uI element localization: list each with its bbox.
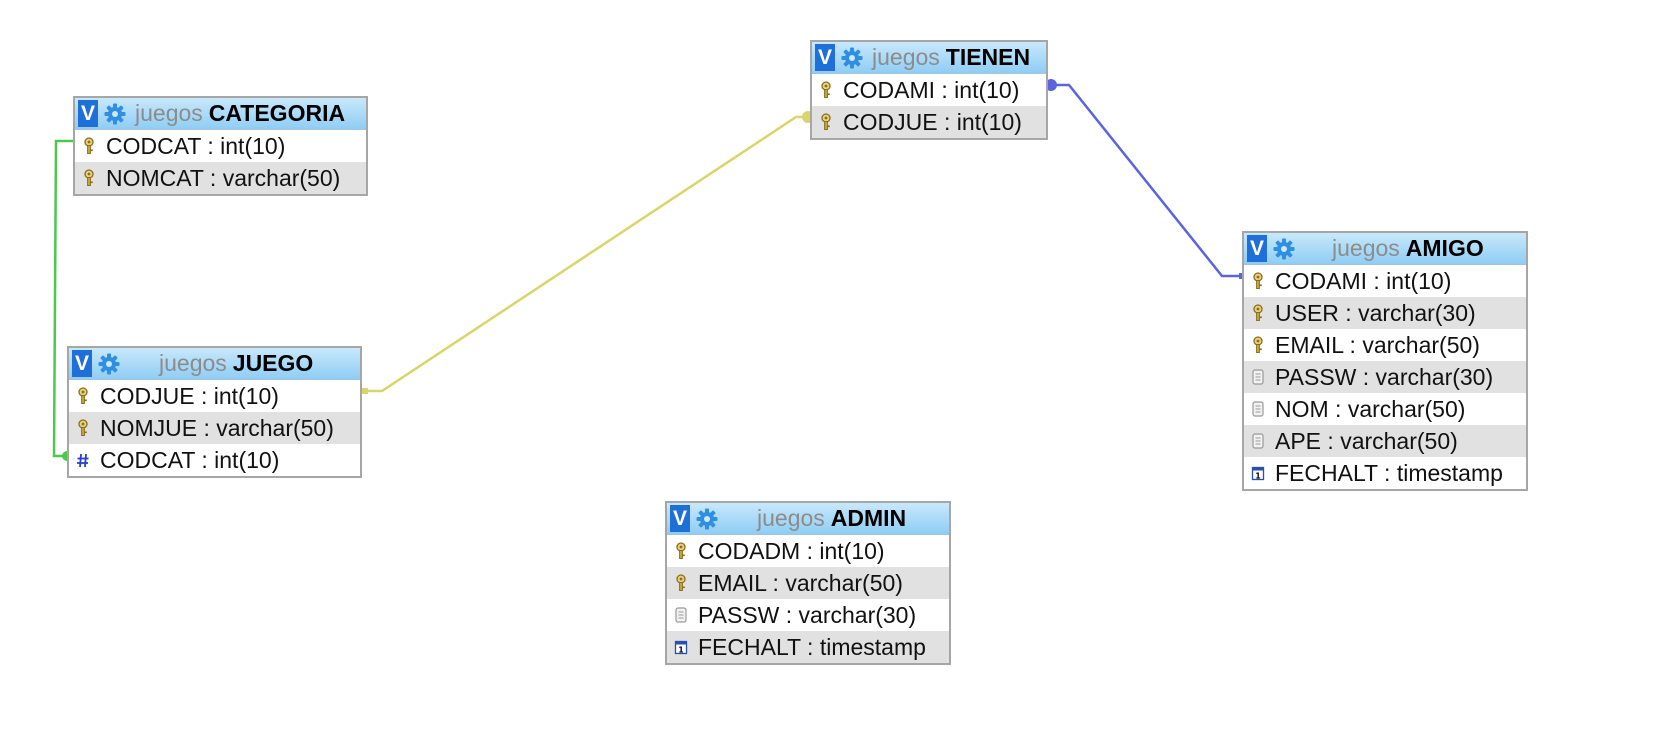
field-row[interactable]: CODAMI : int(10) xyxy=(812,74,1046,106)
field-row[interactable]: CODCAT : int(10) xyxy=(69,444,360,476)
table-name: ADMIN xyxy=(830,505,907,531)
field-row[interactable]: APE : varchar(50) xyxy=(1244,425,1526,457)
key-icon xyxy=(76,419,92,437)
field-label: CODJUE : int(10) xyxy=(843,108,1022,135)
field-label: NOMJUE : varchar(50) xyxy=(100,414,334,441)
relation-juego-tienen xyxy=(362,111,814,394)
hash-icon xyxy=(76,451,92,469)
field-label: CODCAT : int(10) xyxy=(100,446,280,473)
field-row[interactable]: CODCAT : int(10) xyxy=(75,130,366,162)
field-row[interactable]: USER : varchar(30) xyxy=(1244,297,1526,329)
field-row[interactable]: PASSW : varchar(30) xyxy=(1244,361,1526,393)
field-label: CODAMI : int(10) xyxy=(843,76,1020,103)
field-label: EMAIL : varchar(50) xyxy=(698,569,903,596)
field-row[interactable]: CODAMI : int(10) xyxy=(1244,265,1526,297)
key-icon xyxy=(819,113,835,131)
field-row[interactable]: CODJUE : int(10) xyxy=(69,380,360,412)
toggle-columns-button[interactable]: V xyxy=(72,350,92,377)
field-row[interactable]: 1 FECHALT : timestamp xyxy=(1244,457,1526,489)
key-icon xyxy=(819,81,835,99)
database-name: juegos xyxy=(757,505,825,531)
field-row[interactable]: NOMCAT : varchar(50) xyxy=(75,162,366,194)
field-label: CODCAT : int(10) xyxy=(106,132,286,159)
date-field-icon: 1 xyxy=(1251,464,1267,482)
database-name: juegos xyxy=(135,100,203,126)
gear-icon[interactable] xyxy=(1273,238,1295,260)
key-icon xyxy=(1251,304,1267,322)
field-row[interactable]: CODADM : int(10) xyxy=(667,535,949,567)
key-icon xyxy=(674,542,690,560)
table-name: CATEGORIA xyxy=(208,100,346,126)
database-name: juegos xyxy=(872,44,940,70)
field-row[interactable]: EMAIL : varchar(50) xyxy=(667,567,949,599)
field-label: NOM : varchar(50) xyxy=(1275,395,1466,422)
key-icon xyxy=(1251,336,1267,354)
key-icon xyxy=(82,169,98,187)
text-field-icon xyxy=(1251,432,1267,450)
key-icon xyxy=(674,574,690,592)
toggle-columns-button[interactable]: V xyxy=(815,44,835,71)
text-field-icon xyxy=(674,606,690,624)
table-name: TIENEN xyxy=(945,44,1031,70)
field-row[interactable]: PASSW : varchar(30) xyxy=(667,599,949,631)
gear-icon[interactable] xyxy=(696,508,718,530)
text-field-icon xyxy=(1251,400,1267,418)
database-name: juegos xyxy=(1332,235,1400,261)
toggle-columns-button[interactable]: V xyxy=(1247,235,1267,262)
key-icon xyxy=(82,137,98,155)
toggle-columns-button[interactable]: V xyxy=(78,100,98,127)
field-row[interactable]: EMAIL : varchar(50) xyxy=(1244,329,1526,361)
relation-tienen-amigo xyxy=(1045,79,1245,279)
field-label: CODAMI : int(10) xyxy=(1275,267,1452,294)
gear-icon[interactable] xyxy=(104,103,126,125)
date-field-icon: 1 xyxy=(674,638,690,656)
field-row[interactable]: NOM : varchar(50) xyxy=(1244,393,1526,425)
toggle-columns-button[interactable]: V xyxy=(670,505,690,532)
key-icon xyxy=(76,387,92,405)
field-row[interactable]: CODJUE : int(10) xyxy=(812,106,1046,138)
field-row[interactable]: NOMJUE : varchar(50) xyxy=(69,412,360,444)
table-name: AMIGO xyxy=(1405,235,1484,261)
gear-icon[interactable] xyxy=(841,47,863,69)
field-label: FECHALT : timestamp xyxy=(1275,459,1503,486)
field-label: APE : varchar(50) xyxy=(1275,427,1458,454)
table-name: JUEGO xyxy=(232,350,314,376)
field-label: USER : varchar(30) xyxy=(1275,299,1476,326)
svg-text:1: 1 xyxy=(678,645,683,654)
database-name: juegos xyxy=(159,350,227,376)
text-field-icon xyxy=(1251,368,1267,386)
field-row[interactable]: 1 FECHALT : timestamp xyxy=(667,631,949,663)
svg-text:1: 1 xyxy=(1255,471,1260,480)
gear-icon[interactable] xyxy=(98,353,120,375)
field-label: PASSW : varchar(30) xyxy=(1275,363,1494,390)
field-label: CODJUE : int(10) xyxy=(100,382,279,409)
field-label: PASSW : varchar(30) xyxy=(698,601,917,628)
field-label: NOMCAT : varchar(50) xyxy=(106,164,341,191)
key-icon xyxy=(1251,272,1267,290)
field-label: EMAIL : varchar(50) xyxy=(1275,331,1480,358)
field-label: CODADM : int(10) xyxy=(698,537,885,564)
field-label: FECHALT : timestamp xyxy=(698,633,926,660)
